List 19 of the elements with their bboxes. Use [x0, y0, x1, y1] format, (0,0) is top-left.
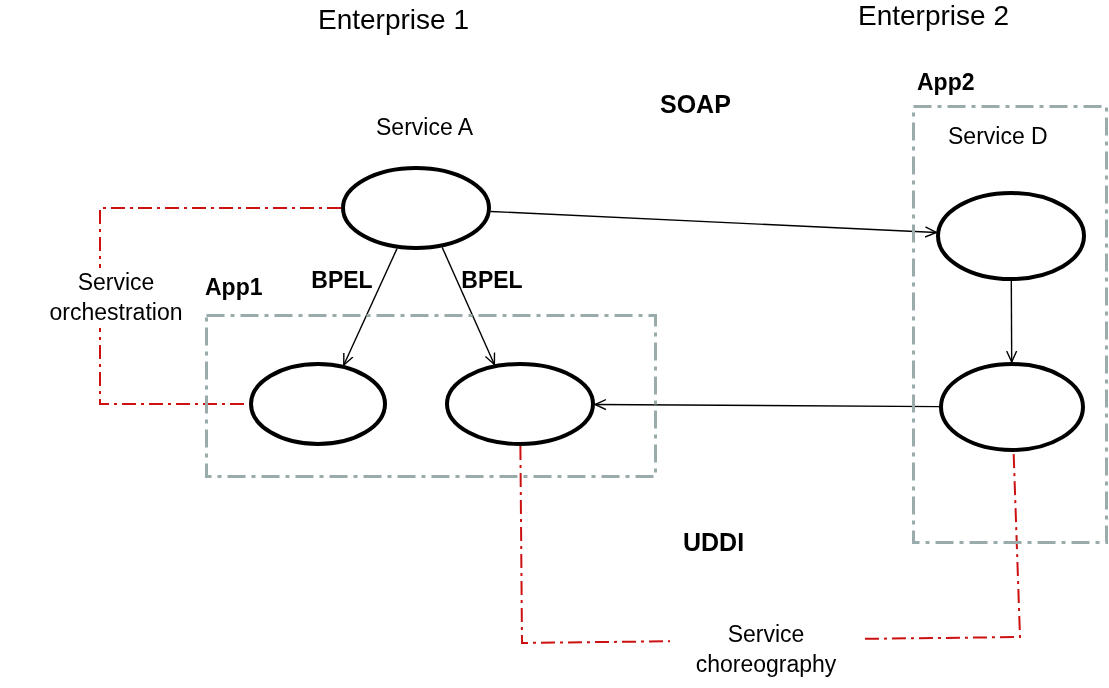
arrow	[441, 246, 496, 366]
enterprise-title: Enterprise 2	[858, 0, 1009, 32]
application-name: App2	[917, 69, 975, 96]
service-name: Service D	[948, 123, 1048, 150]
service-ellipse	[445, 362, 595, 446]
enterprise-title: Enterprise 1	[318, 4, 469, 36]
connector-line	[99, 207, 342, 405]
application-name: App1	[205, 274, 263, 301]
arrow	[1005, 280, 1018, 363]
protocol-label: UDDI	[683, 528, 745, 557]
arrow	[594, 398, 940, 411]
arrow	[343, 247, 398, 366]
service-ellipse	[939, 362, 1085, 452]
service-name: Service A	[376, 114, 474, 141]
protocol-label: SOAP	[660, 90, 731, 119]
edge-label: BPEL	[310, 266, 374, 295]
edge-label: BPEL	[460, 266, 524, 295]
service-ellipse	[249, 362, 387, 446]
arrow	[490, 210, 937, 238]
